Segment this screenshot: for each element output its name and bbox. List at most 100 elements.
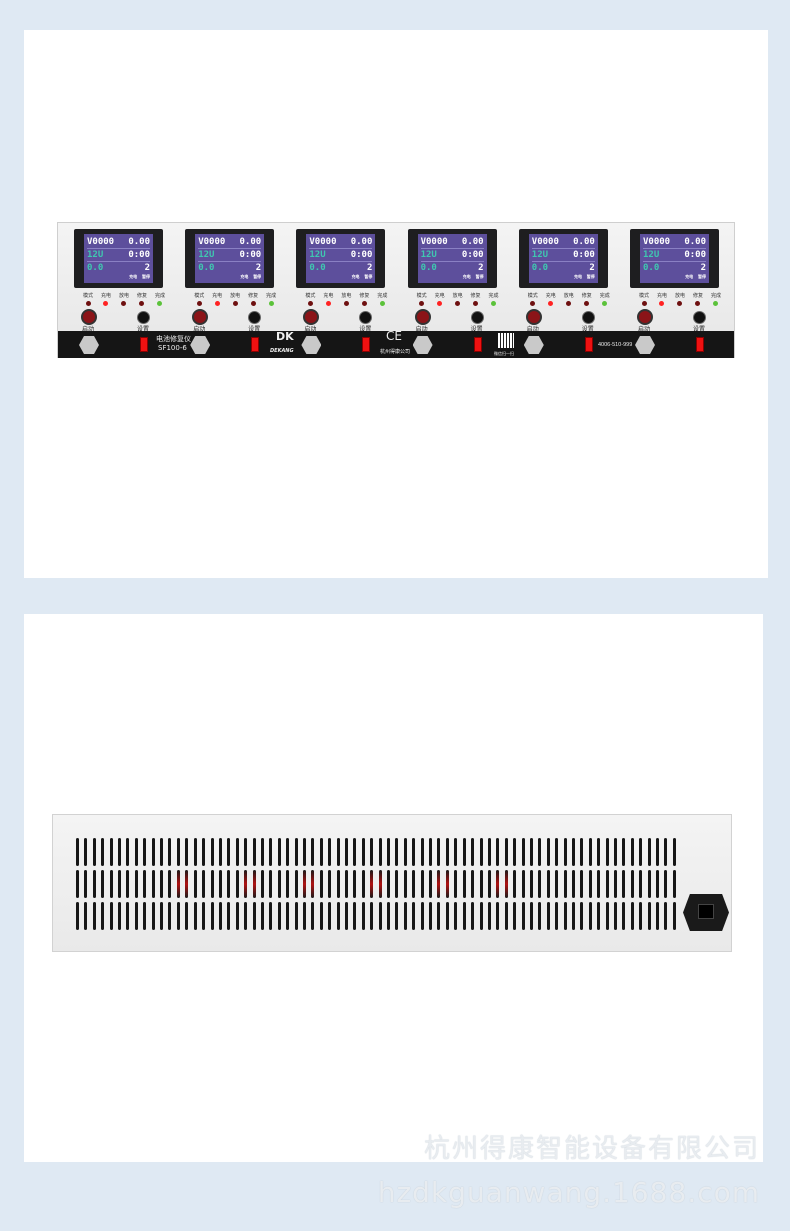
lcd-value: 12U <box>198 250 215 260</box>
start-button[interactable] <box>525 309 542 325</box>
lcd-value: 2 <box>144 263 150 273</box>
power-switch[interactable] <box>473 337 482 352</box>
vent-slot <box>387 838 391 866</box>
vent-slot <box>252 838 256 866</box>
output-connector[interactable] <box>301 336 322 354</box>
vent-slot <box>151 870 155 898</box>
set-label: 设置 <box>470 326 483 333</box>
vent-slot <box>471 902 475 930</box>
lcd-value: 0.00 <box>128 237 150 247</box>
vent-slot <box>454 838 458 866</box>
vent-slot <box>185 902 189 930</box>
vent-slot <box>504 870 508 898</box>
indicator-led: 完成 <box>377 292 387 306</box>
set-knob[interactable] <box>359 311 373 324</box>
led-light <box>250 301 256 306</box>
vent-row <box>76 870 676 898</box>
vent-slot <box>227 838 231 866</box>
lcd-value: V0000 <box>531 237 559 247</box>
power-switch[interactable] <box>584 337 593 352</box>
start-button[interactable] <box>414 309 431 325</box>
vent-slot <box>437 838 441 866</box>
led-label: 完成 <box>266 293 277 299</box>
indicator-led: 模式 <box>417 292 427 306</box>
set-knob[interactable] <box>248 311 262 324</box>
vent-slot <box>546 870 550 898</box>
lcd-value: 0.0 <box>643 263 660 273</box>
vent-slot <box>462 902 466 930</box>
vent-slot <box>597 838 601 866</box>
indicator-led: 修复 <box>248 292 258 306</box>
vent-slot <box>92 902 96 930</box>
led-label: 修复 <box>248 293 259 299</box>
vent-slot <box>210 838 214 866</box>
vent-slot <box>563 838 567 866</box>
power-switch[interactable] <box>140 337 148 352</box>
output-connector[interactable] <box>79 336 99 354</box>
vent-slot <box>235 838 239 866</box>
vent-slot <box>252 902 256 930</box>
vent-slot <box>126 902 130 930</box>
lcd-value: 0.0 <box>198 263 215 273</box>
power-switch[interactable] <box>696 337 704 352</box>
start-button[interactable] <box>81 309 97 325</box>
output-connector[interactable] <box>635 336 655 354</box>
output-connector[interactable] <box>523 336 544 354</box>
vent-slot <box>84 902 88 930</box>
led-light <box>548 301 554 306</box>
vent-slot <box>260 870 264 898</box>
vent-slot <box>538 870 542 898</box>
vent-slot <box>395 902 399 930</box>
lcd-value: 0.0 <box>309 263 326 273</box>
set-knob[interactable] <box>470 311 484 324</box>
led-row: 模式充电放电修复完成 <box>194 292 276 306</box>
power-switch[interactable] <box>251 337 260 352</box>
power-socket[interactable] <box>683 894 729 931</box>
vent-row <box>76 838 676 866</box>
set-knob[interactable] <box>137 311 150 324</box>
start-button[interactable] <box>303 309 320 325</box>
vent-slot <box>471 838 475 866</box>
vent-slot <box>395 838 399 866</box>
output-connector[interactable] <box>190 336 211 354</box>
vent-slot <box>555 838 559 866</box>
led-row: 模式充电放电修复完成 <box>305 292 387 306</box>
vent-slot <box>319 870 323 898</box>
lcd-value: 0:00 <box>350 250 373 260</box>
vent-slot <box>168 838 172 866</box>
indicator-led: 修复 <box>693 292 703 306</box>
lcd-value: 0:00 <box>239 250 262 260</box>
vent-slot <box>605 870 609 898</box>
vent-slot <box>412 838 416 866</box>
led-label: 完成 <box>377 293 388 299</box>
lcd-status: 充电 <box>129 274 138 279</box>
vent-slot <box>92 870 96 898</box>
power-switch[interactable] <box>362 337 371 352</box>
lcd-value: 0.0 <box>87 263 104 273</box>
vent-slot <box>445 838 449 866</box>
start-button[interactable] <box>637 309 653 325</box>
vent-slot <box>395 870 399 898</box>
indicator-led: 修复 <box>137 292 147 306</box>
led-light <box>307 301 313 306</box>
vent-slot <box>319 838 323 866</box>
vent-slot <box>403 902 407 930</box>
output-connector[interactable] <box>412 336 433 354</box>
vent-slot <box>437 902 441 930</box>
led-label: 模式 <box>527 293 538 299</box>
indicator-led: 模式 <box>83 292 93 306</box>
vent-slot <box>445 870 449 898</box>
lcd-status: 暂停 <box>364 274 373 279</box>
vent-slot <box>630 838 634 866</box>
set-knob[interactable] <box>581 311 595 324</box>
lcd-value: 0.00 <box>239 237 262 247</box>
set-knob[interactable] <box>693 311 706 324</box>
led-label: 修复 <box>359 293 370 299</box>
indicator-led: 修复 <box>359 292 369 306</box>
start-label: 启动 <box>193 326 206 333</box>
indicator-led: 充电 <box>101 292 111 306</box>
led-label: 完成 <box>488 293 499 299</box>
start-button[interactable] <box>192 309 209 325</box>
lcd-value: 12U <box>420 250 437 260</box>
